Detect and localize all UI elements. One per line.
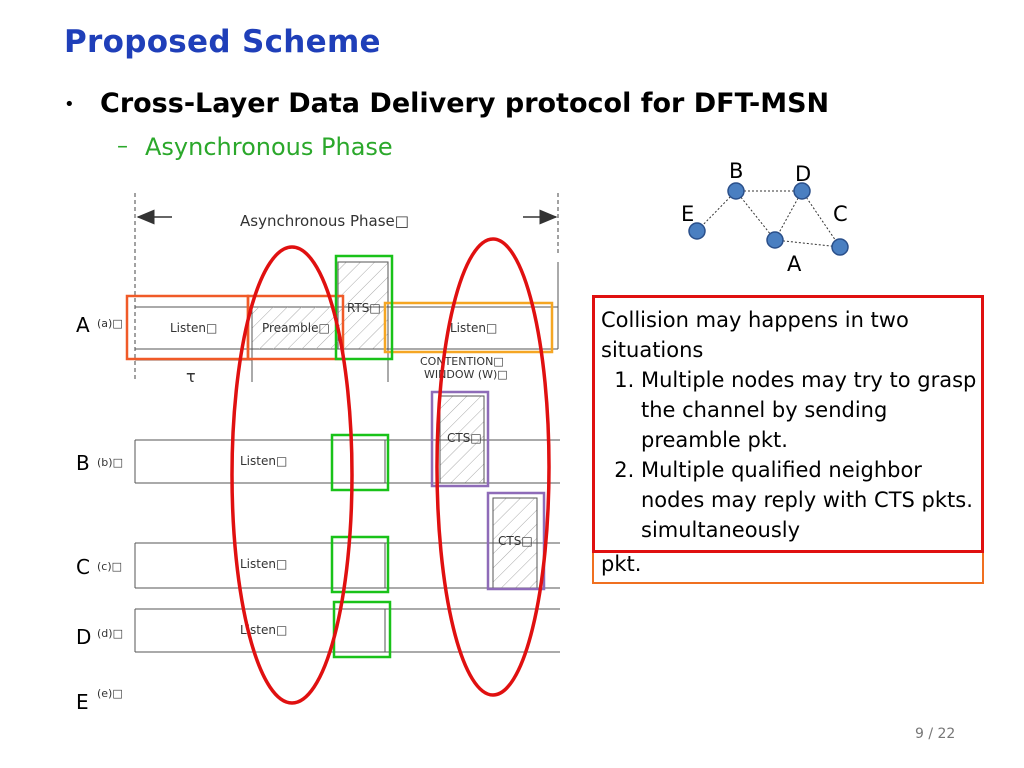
node-C — [831, 238, 849, 256]
contention-line1: CONTENTION□ — [420, 355, 504, 368]
b-cts-text: CTS□ — [447, 431, 482, 445]
node-label-c: C — [833, 202, 848, 226]
d-listen-text: Listen□ — [240, 623, 287, 637]
highlight-a-listen2 — [383, 301, 554, 354]
callout-intro: Collision may happens in two situations — [601, 308, 909, 362]
sub-bullet-marker: – — [117, 134, 128, 159]
collision-ellipse-cts — [435, 237, 551, 697]
callout-item-2: Multiple qualified neighbor nodes may re… — [641, 455, 981, 545]
phase-label: Asynchronous Phase□ — [240, 212, 409, 230]
node-B — [727, 182, 745, 200]
callout-tail-text: pkt. — [601, 552, 642, 576]
b-listen-text: Listen□ — [240, 454, 287, 468]
row-label-d: D — [76, 625, 92, 649]
callout-text: Collision may happens in two situations … — [601, 305, 981, 545]
a-listen-text: Listen□ — [170, 321, 217, 335]
collision-callout — [592, 295, 984, 553]
row-label-b: B — [76, 451, 90, 475]
node-A — [766, 231, 784, 249]
row-tag-d: (d)□ — [97, 627, 123, 640]
row-tag-e: (e)□ — [97, 687, 123, 700]
callout-item-1: Multiple nodes may try to grasp the chan… — [641, 365, 981, 455]
a-listen2-text: Listen□ — [450, 321, 497, 335]
rts-box — [337, 261, 389, 350]
row-tag-a: (a)□ — [97, 317, 123, 330]
sub-bullet: Asynchronous Phase — [145, 133, 393, 161]
b-cts-box — [439, 395, 485, 484]
c-cts-box — [492, 497, 538, 589]
highlight-rts — [334, 254, 394, 361]
highlight-c — [330, 535, 390, 594]
node-E — [688, 222, 706, 240]
node-label-b: B — [729, 159, 744, 183]
topology-diagram — [688, 182, 849, 256]
highlight-c-cts — [486, 491, 546, 591]
page-number: 9 / 22 — [915, 726, 956, 742]
tau-text: τ — [186, 367, 196, 386]
node-label-d: D — [795, 162, 812, 186]
c-listen-text: Listen□ — [240, 557, 287, 571]
highlight-b — [330, 433, 390, 492]
collision-ellipse-preamble — [230, 245, 354, 705]
node-label-e: E — [681, 202, 695, 226]
row-label-a: A — [76, 313, 90, 337]
row-tag-b: (b)□ — [97, 456, 123, 469]
main-bullet: Cross-Layer Data Delivery protocol for D… — [100, 88, 830, 119]
row-label-c: C — [76, 555, 90, 579]
row-label-e: E — [76, 690, 89, 714]
contention-line2: WINDOW (W)□ — [424, 368, 508, 381]
node-label-a: A — [787, 252, 802, 276]
slide-title: Proposed Scheme — [64, 24, 381, 60]
highlight-b-cts — [430, 390, 490, 488]
bullet-marker: • — [64, 94, 75, 115]
node-D — [793, 182, 811, 200]
row-tag-c: (c)□ — [97, 560, 122, 573]
highlight-d — [332, 600, 392, 659]
a-preamble-text: Preamble□ — [262, 321, 330, 335]
a-rts-text: RTS□ — [347, 301, 381, 315]
c-cts-text: CTS□ — [498, 534, 533, 548]
